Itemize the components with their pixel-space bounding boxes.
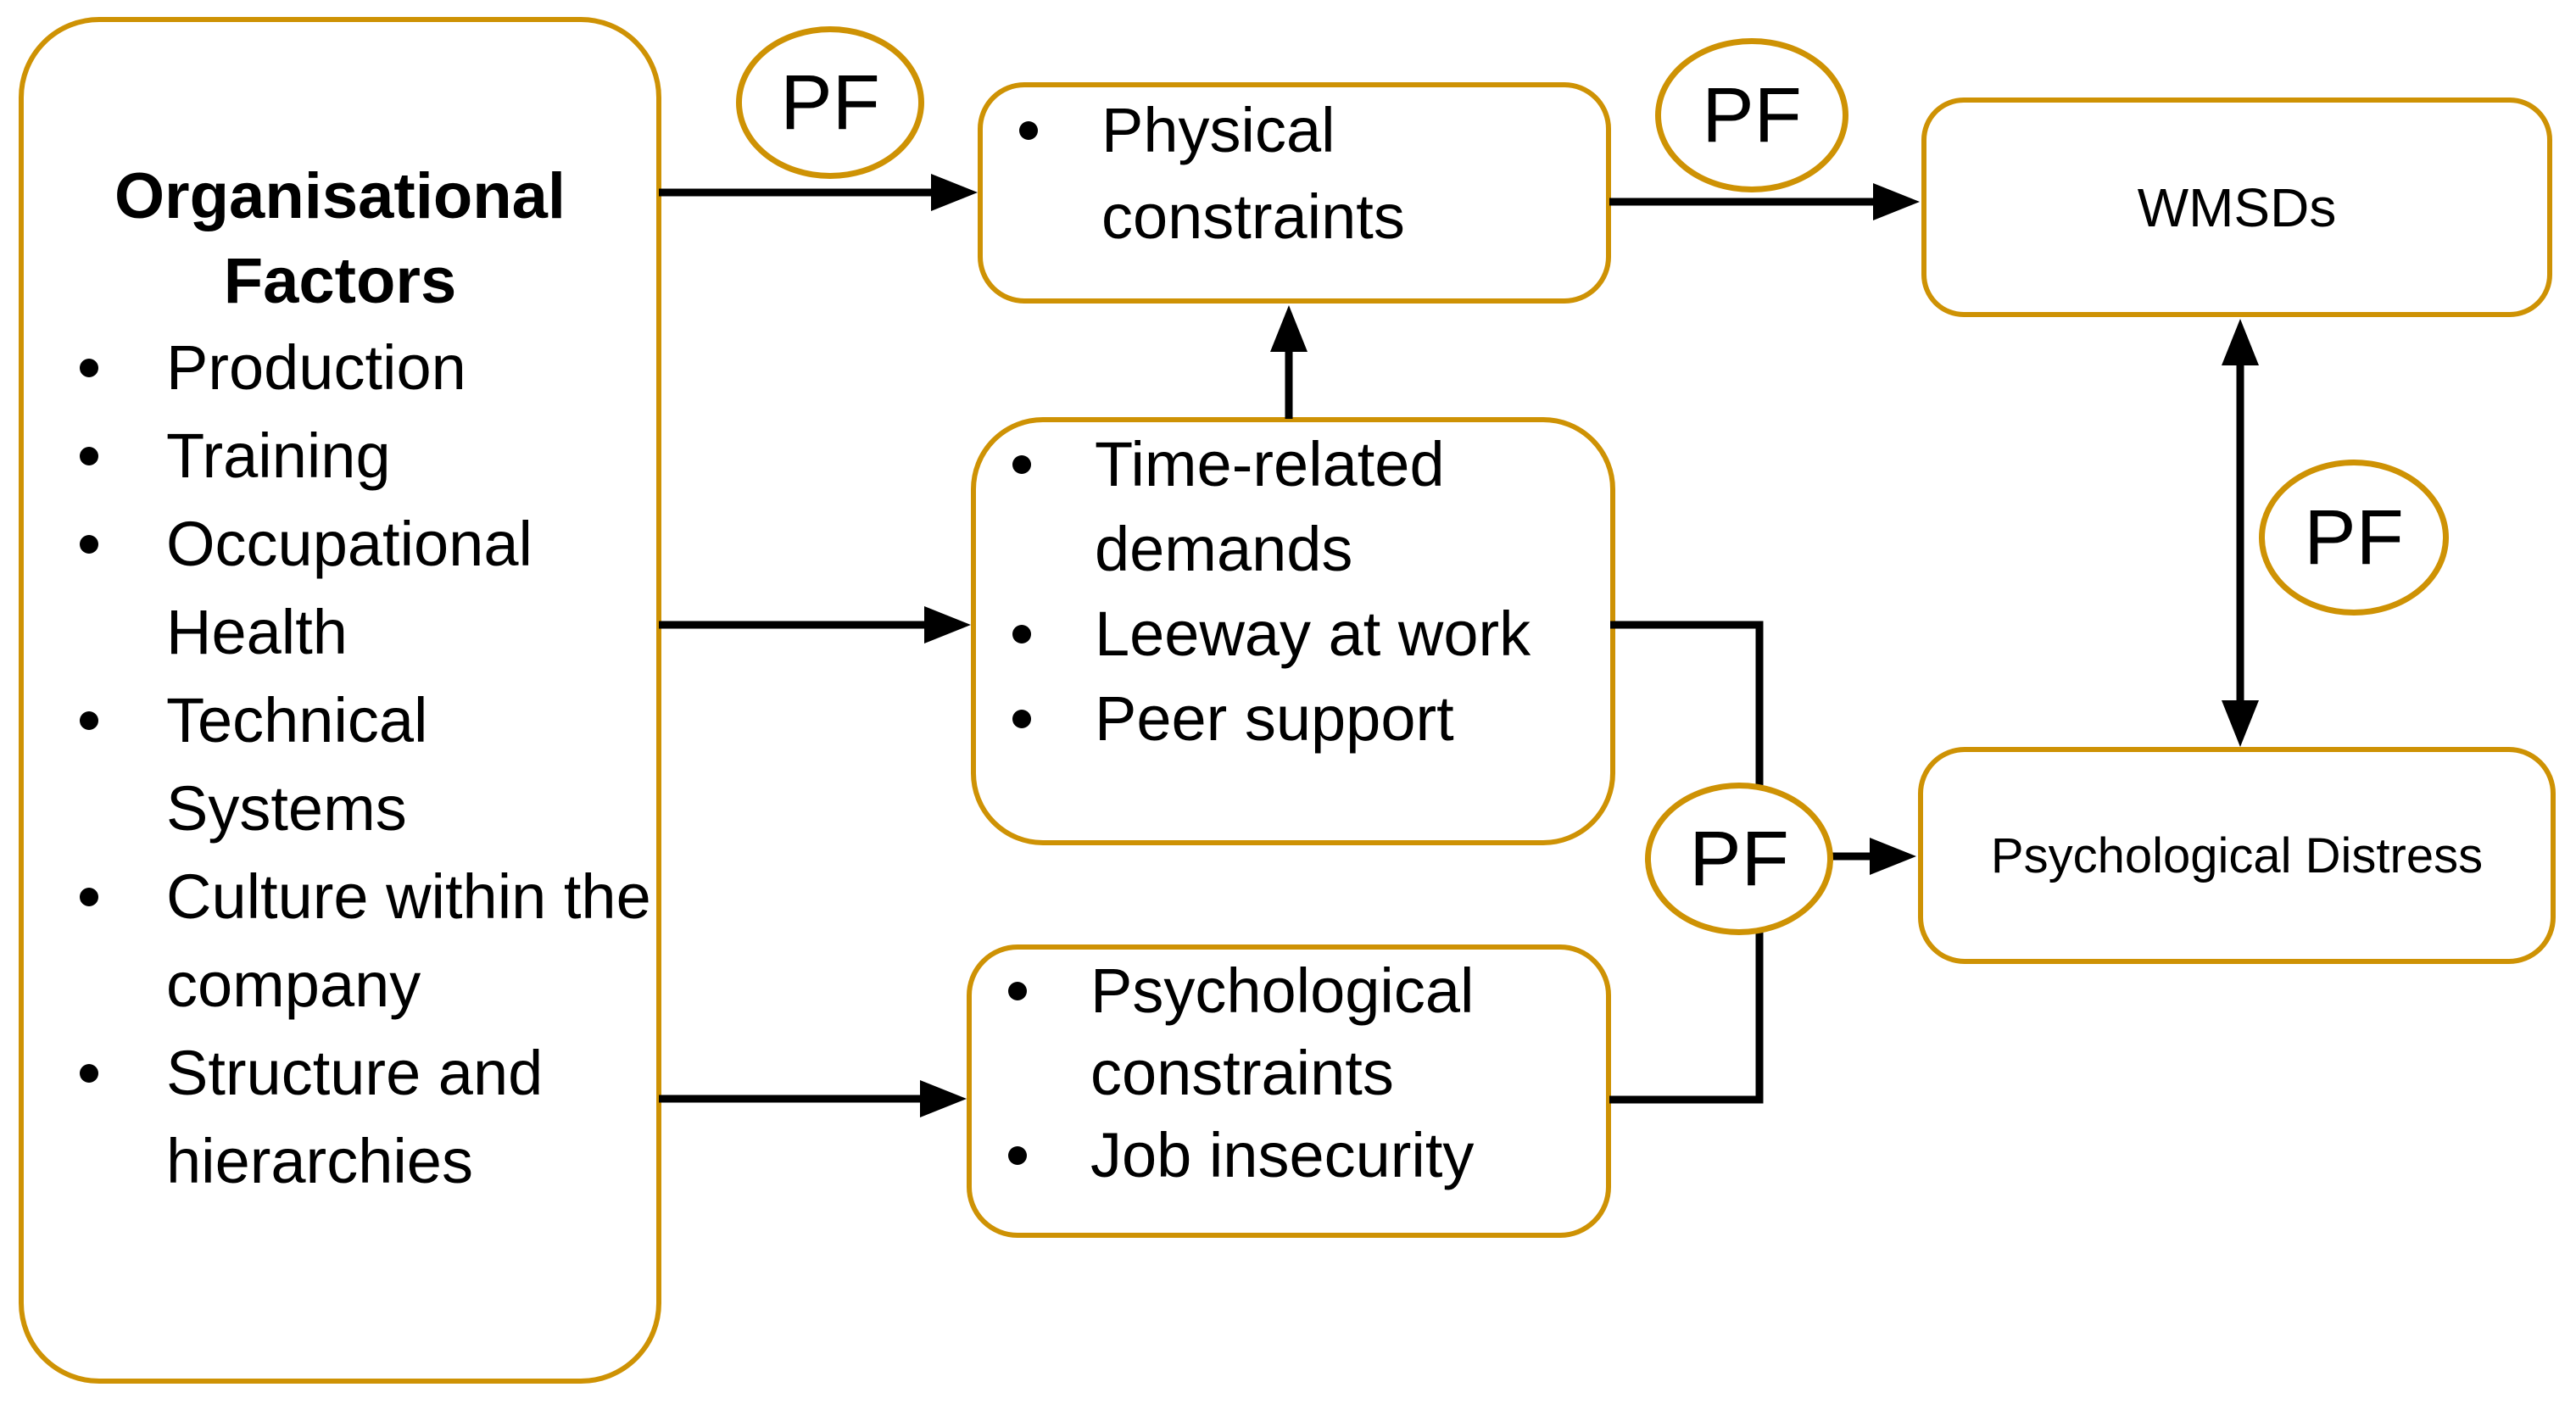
organisational-factors-box: Organisational Factors Production Traini…	[19, 17, 661, 1384]
list-item: Technical Systems	[24, 677, 656, 853]
list-item: Production	[24, 324, 656, 412]
arrow-pf-to-distress	[1827, 838, 1916, 875]
pf-label: PF	[1689, 816, 1789, 902]
arrow-org-to-physical	[659, 174, 978, 211]
list-item: Psychological constraints	[972, 950, 1606, 1114]
list-item-label: Culture within the company	[166, 861, 651, 1020]
org-factors-list: Production Training Occupational Health …	[24, 324, 656, 1206]
arrow-org-to-time	[659, 606, 971, 644]
list-item: Physical constraints	[983, 87, 1606, 260]
pf-circle-top-right: PF	[1655, 38, 1848, 192]
list-item-label: Leeway at work	[1095, 599, 1531, 669]
time-demands-list: Time-related demands Leeway at work Peer…	[976, 422, 1610, 761]
list-item-label: Time-related demands	[1095, 429, 1445, 584]
list-item-label: Technical Systems	[166, 685, 428, 844]
physical-constraints-list: Physical constraints	[983, 87, 1606, 260]
list-item-label: Production	[166, 332, 466, 403]
psychological-distress-box: Psychological Distress	[1918, 747, 2556, 964]
list-item-label: Physical constraints	[1101, 95, 1405, 252]
list-item-label: Training	[166, 421, 391, 491]
arrow-wmsds-distress-bidirectional	[2222, 319, 2259, 747]
list-item: Job insecurity	[972, 1114, 1606, 1196]
list-item-label: Psychological constraints	[1090, 956, 1475, 1108]
list-item-label: Peer support	[1095, 683, 1454, 754]
list-item: Training	[24, 412, 656, 500]
wmsds-label: WMSDs	[2137, 176, 2337, 238]
list-item-label: Structure and hierarchies	[166, 1038, 544, 1196]
pf-circle-right: PF	[2259, 460, 2449, 616]
list-item-label: Occupational Health	[166, 509, 532, 667]
pf-circle-top-left: PF	[736, 26, 924, 179]
arrow-org-to-psychological	[659, 1080, 967, 1117]
arrow-time-to-physical	[1270, 305, 1308, 419]
list-item: Occupational Health	[24, 500, 656, 677]
wmsds-box: WMSDs	[1921, 98, 2552, 317]
pf-circle-middle: PF	[1645, 783, 1833, 935]
psychological-distress-label: Psychological Distress	[1990, 827, 2484, 883]
org-box-title: Organisational Factors	[114, 160, 566, 317]
list-item: Structure and hierarchies	[24, 1029, 656, 1206]
list-item: Leeway at work	[976, 592, 1610, 677]
time-demands-box: Time-related demands Leeway at work Peer…	[971, 417, 1615, 845]
pf-label: PF	[1702, 72, 1802, 159]
physical-constraints-box: Physical constraints	[978, 82, 1611, 304]
pf-label: PF	[780, 59, 880, 146]
list-item: Peer support	[976, 677, 1610, 761]
list-item-label: Job insecurity	[1090, 1120, 1475, 1190]
list-item: Culture within the company	[24, 853, 656, 1029]
list-item: Time-related demands	[976, 422, 1610, 592]
pf-label: PF	[2304, 494, 2404, 581]
psychological-constraints-list: Psychological constraints Job insecurity	[972, 950, 1606, 1196]
psychological-constraints-box: Psychological constraints Job insecurity	[967, 944, 1611, 1238]
